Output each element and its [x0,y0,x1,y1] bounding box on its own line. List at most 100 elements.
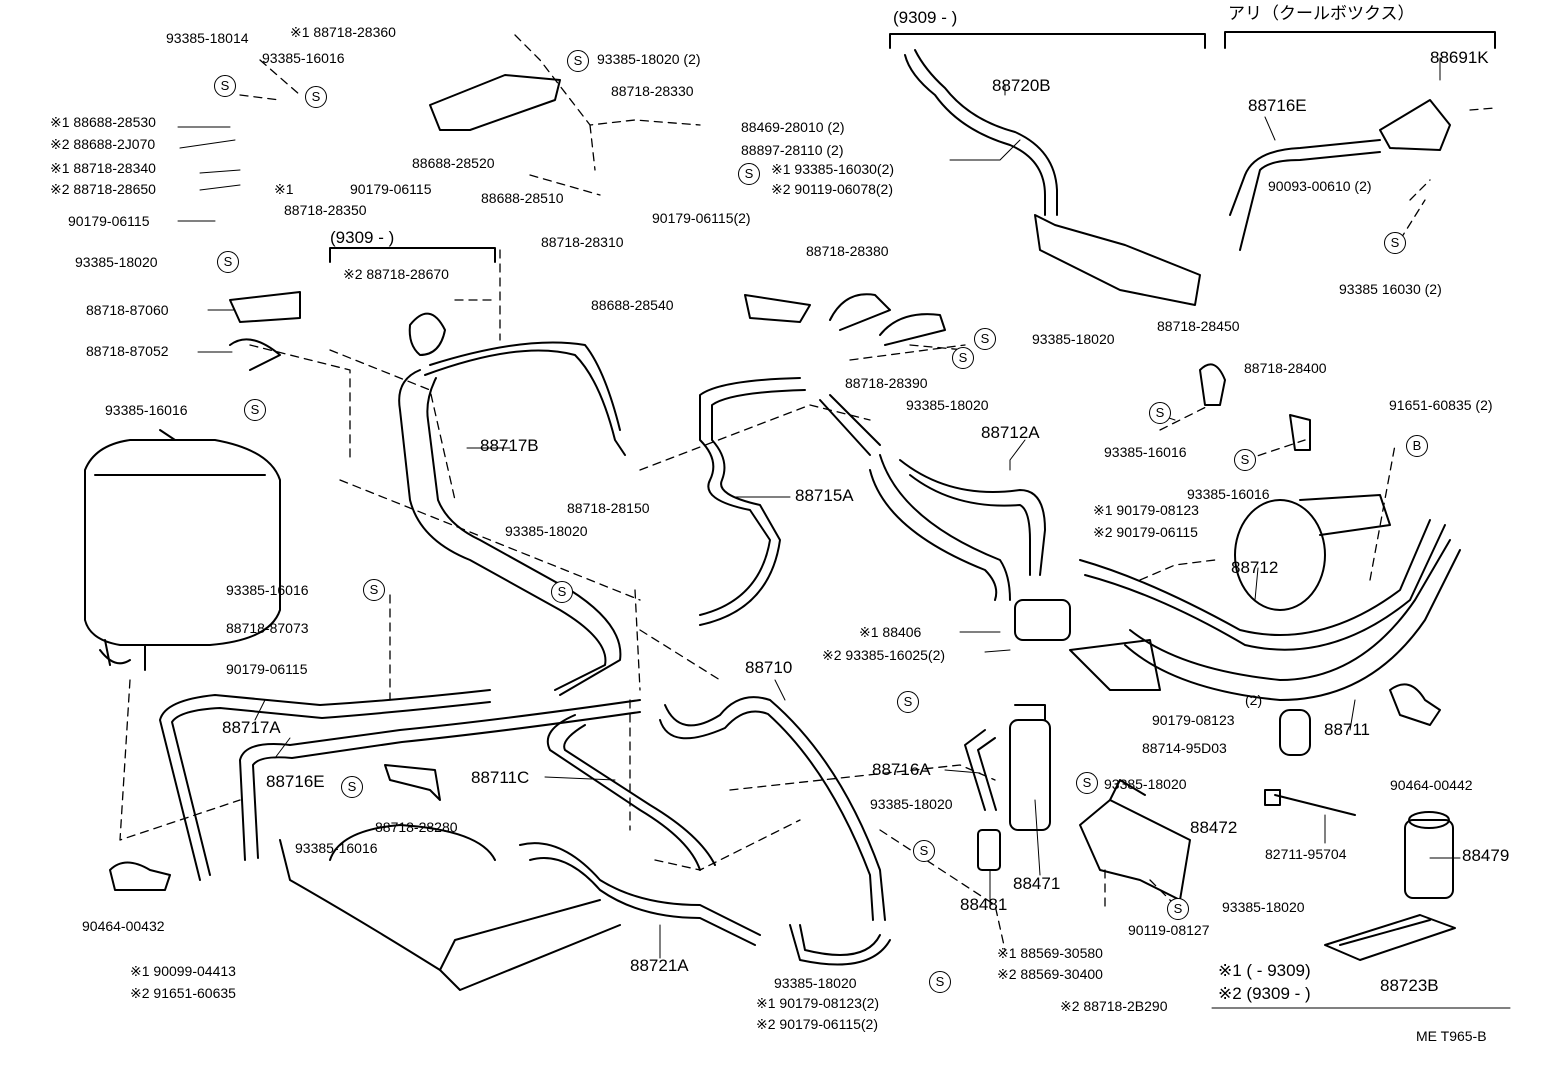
pipe-88710 [659,696,891,966]
s-mark: S [897,691,919,713]
condenser-88721a [279,824,761,991]
part-label: 90179-06115 [68,213,150,229]
range-label-mid: (9309 - ) [330,228,395,247]
part-label: ※1 93385-16030(2) [771,161,895,177]
part-label: (2) [1245,692,1263,708]
bracket-88688-28540 [744,294,811,323]
part-label: 88716E [266,772,325,791]
legend-note-1: ※1 ( - 9309) [1218,961,1311,980]
part-label: 88718-28310 [541,234,624,250]
clamp-88718-28400 [1289,414,1311,451]
part-label: 88718-87052 [86,343,169,359]
clamp-88718-87052 [229,338,281,371]
clamp-88718-28670 [408,312,446,356]
part-label: ※1 90099-04413 [130,963,236,979]
s-mark: S [1167,898,1189,920]
pipe-88716e [239,699,641,861]
hose-88711c [546,714,716,871]
part-label: 93385-18020 [1032,331,1115,347]
part-label: 88718-28280 [375,819,458,835]
s-mark: S [1149,402,1171,424]
pipe-88716a [964,729,997,811]
clamp-88718-87060 [229,291,301,323]
bracket-88688-28520 [429,74,561,131]
part-label: 88481 [960,895,1008,914]
part-label: 93385-18020 [774,975,857,991]
part-label: ※2 93385-16025(2) [822,647,946,663]
part-label: 88712 [1231,558,1279,577]
part-label: 88718-28330 [611,83,694,99]
part-label: 90464-00432 [82,918,165,934]
part-label: 88718-28450 [1157,318,1240,334]
part-label: ※2 88569-30400 [997,966,1103,982]
bracket-88472 [1079,779,1191,901]
cooling-unit-housing [84,429,281,671]
insulator-88714 [1279,709,1311,756]
part-label: 93385-18014 [166,30,249,46]
part-label: 88469-28010 (2) [741,119,845,135]
part-label: ※2 90119-06078(2) [771,181,894,197]
s-mark: S [974,328,996,350]
part-label: ※2 91651-60635 [130,985,236,1001]
part-label: 93385-18020 [505,523,588,539]
part-label: ※1 88569-30580 [997,945,1103,961]
part-label: 88718-28150 [567,500,650,516]
part-label: 88716E [1248,96,1307,115]
part-label: 88723B [1380,976,1439,995]
part-label: 88688-28540 [591,297,674,313]
part-label: ※2 88718-28650 [50,181,156,197]
part-label: ※1 88688-28530 [50,114,156,130]
hose-88711-88712 [1079,494,1461,701]
range-bracket-left [889,33,1206,49]
part-label: 91651-60835 (2) [1389,397,1493,413]
clamp-90464-00432 [109,861,171,891]
bracket-88718-28280 [384,764,441,801]
part-label: ※1 90179-08123 [1093,502,1199,518]
clamp-88718-28380 [829,293,946,346]
part-label: 88479 [1462,846,1510,865]
range-bracket-mid [329,247,496,263]
s-mark: S [244,399,266,421]
part-label: 93385-16016 [1187,486,1270,502]
part-label: 93385-16016 [226,582,309,598]
part-label: 88718-87060 [86,302,169,318]
part-label: 88718-87073 [226,620,309,636]
clamp-90464-00442 [1389,683,1441,726]
range-label-left: (9309 - ) [893,8,958,27]
part-label: 88718-28350 [284,202,367,218]
s-mark: S [1234,449,1256,471]
part-label: 93385-18020 [1222,899,1305,915]
part-label: ※1 [274,181,294,197]
part-label: 88897-28110 (2) [741,142,844,158]
part-label: ※2 90179-06115(2) [756,1016,879,1032]
part-label: 88720B [992,76,1051,95]
part-label: 88717B [480,436,539,455]
part-label: 82711-95704 [1265,846,1347,862]
part-label: 88688-28510 [481,190,564,206]
s-mark: S [1076,772,1098,794]
part-label: 93385-16016 [1104,444,1187,460]
part-label: 88711C [471,768,530,787]
valve-88406 [1014,599,1161,691]
range-bracket-right [1224,31,1496,49]
part-label: 90093-00610 (2) [1268,178,1372,194]
part-label: 88721A [630,956,689,975]
part-label: 90179-06115 [350,181,432,197]
catalog-code: ME T965-B [1416,1028,1487,1044]
part-label: 88715A [795,486,854,505]
part-label: ※2 90179-06115 [1093,524,1198,540]
part-label: 88472 [1190,818,1238,837]
pipe-88715a [699,377,806,626]
s-mark: S [929,971,951,993]
part-label: 88471 [1013,874,1061,893]
part-label: 88718-28380 [806,243,889,259]
pipe-88717a [159,689,491,881]
part-label: 90179-06115(2) [652,210,751,226]
part-label: 90179-06115 [226,661,308,677]
part-label: ※1 88718-28360 [290,24,396,40]
part-label: 88717A [222,718,281,737]
part-label: ※2 88718-28670 [343,266,449,282]
s-mark: S [341,776,363,798]
part-label: ※1 88406 [859,624,922,640]
